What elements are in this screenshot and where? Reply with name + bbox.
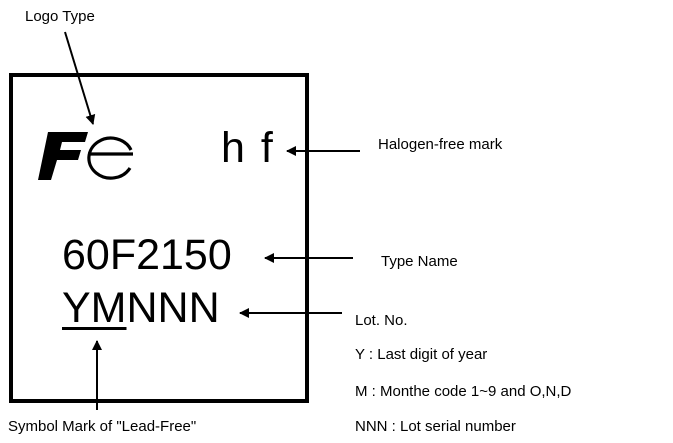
lot-serial-text: NNN: [126, 284, 220, 332]
logo-type-arrow: [64, 31, 96, 125]
type-name-label: Type Name: [381, 253, 458, 270]
lot-number-text: YMNNN: [62, 285, 220, 331]
halogen-free-mark: h f: [221, 124, 275, 172]
lot-month-label: M : Monthe code 1~9 and O,N,D: [355, 383, 572, 400]
lot-serial-label: NNN : Lot serial number: [355, 418, 516, 435]
halogen-free-label: Halogen-free mark: [378, 136, 503, 153]
lead-free-label: Symbol Mark of "Lead-Free": [8, 418, 197, 435]
lot-year-label: Y : Last digit of year: [355, 346, 488, 363]
lot-no-label: Lot. No.: [355, 312, 408, 329]
type-name-text: 60F2150: [62, 231, 232, 279]
marking-box: [9, 73, 309, 403]
lead-free-underline-mark: YM: [62, 284, 127, 332]
fe-logo: Fe: [38, 132, 133, 180]
logo-type-label: Logo Type: [25, 8, 95, 25]
